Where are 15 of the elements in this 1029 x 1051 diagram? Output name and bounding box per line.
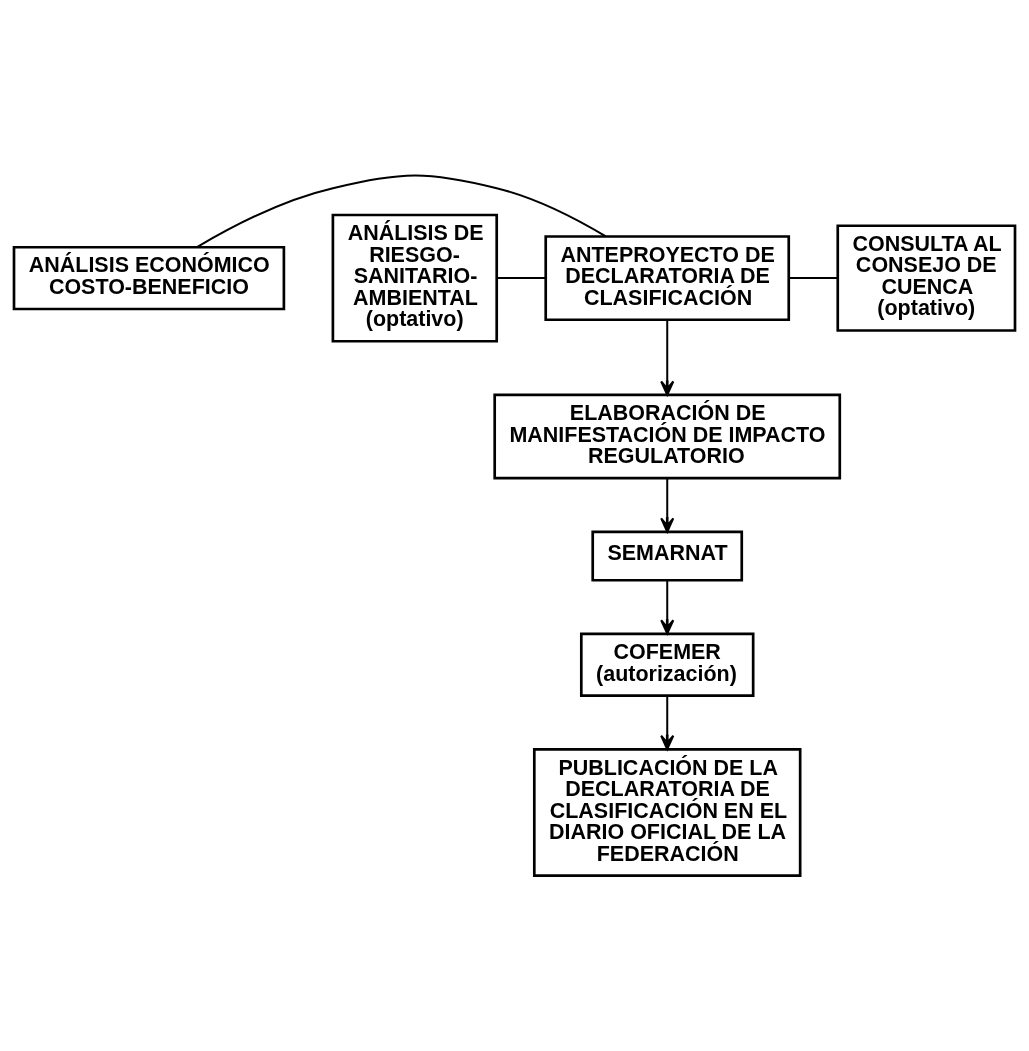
- node-box: ANÁLISIS DE RIESGO- SANITARIO- AMBIENTAL (optativo): [331, 213, 499, 343]
- connector: [497, 277, 546, 280]
- arrow: [660, 695, 675, 751]
- node-box: ANÁLISIS ECONÓMICO COSTO-BENEFICIO: [12, 245, 286, 311]
- arrow: [660, 319, 675, 396]
- node-box: CONSULTA AL CONSEJO DE CUENCA (optativo): [836, 224, 1017, 332]
- node-box: ELABORACIÓN DE MANIFESTACIÓN DE IMPACTO REGULATORIO: [493, 393, 842, 480]
- node-box: COFEMER (autorización): [579, 632, 755, 698]
- arrow: [660, 478, 675, 533]
- node-box: PUBLICACIÓN DE LA DECLARATORIA DE CLASIFICACIÓN EN EL DIARIO OFICIAL DE LA FEDERACIÓN: [532, 748, 802, 877]
- node-box: ANTEPROYECTO DE DECLARATORIA DE CLASIFICACIÓN: [544, 235, 791, 322]
- arrow: [660, 580, 675, 635]
- connector: [789, 277, 838, 280]
- node-box: SEMARNAT: [591, 530, 744, 582]
- connector: [196, 174, 607, 248]
